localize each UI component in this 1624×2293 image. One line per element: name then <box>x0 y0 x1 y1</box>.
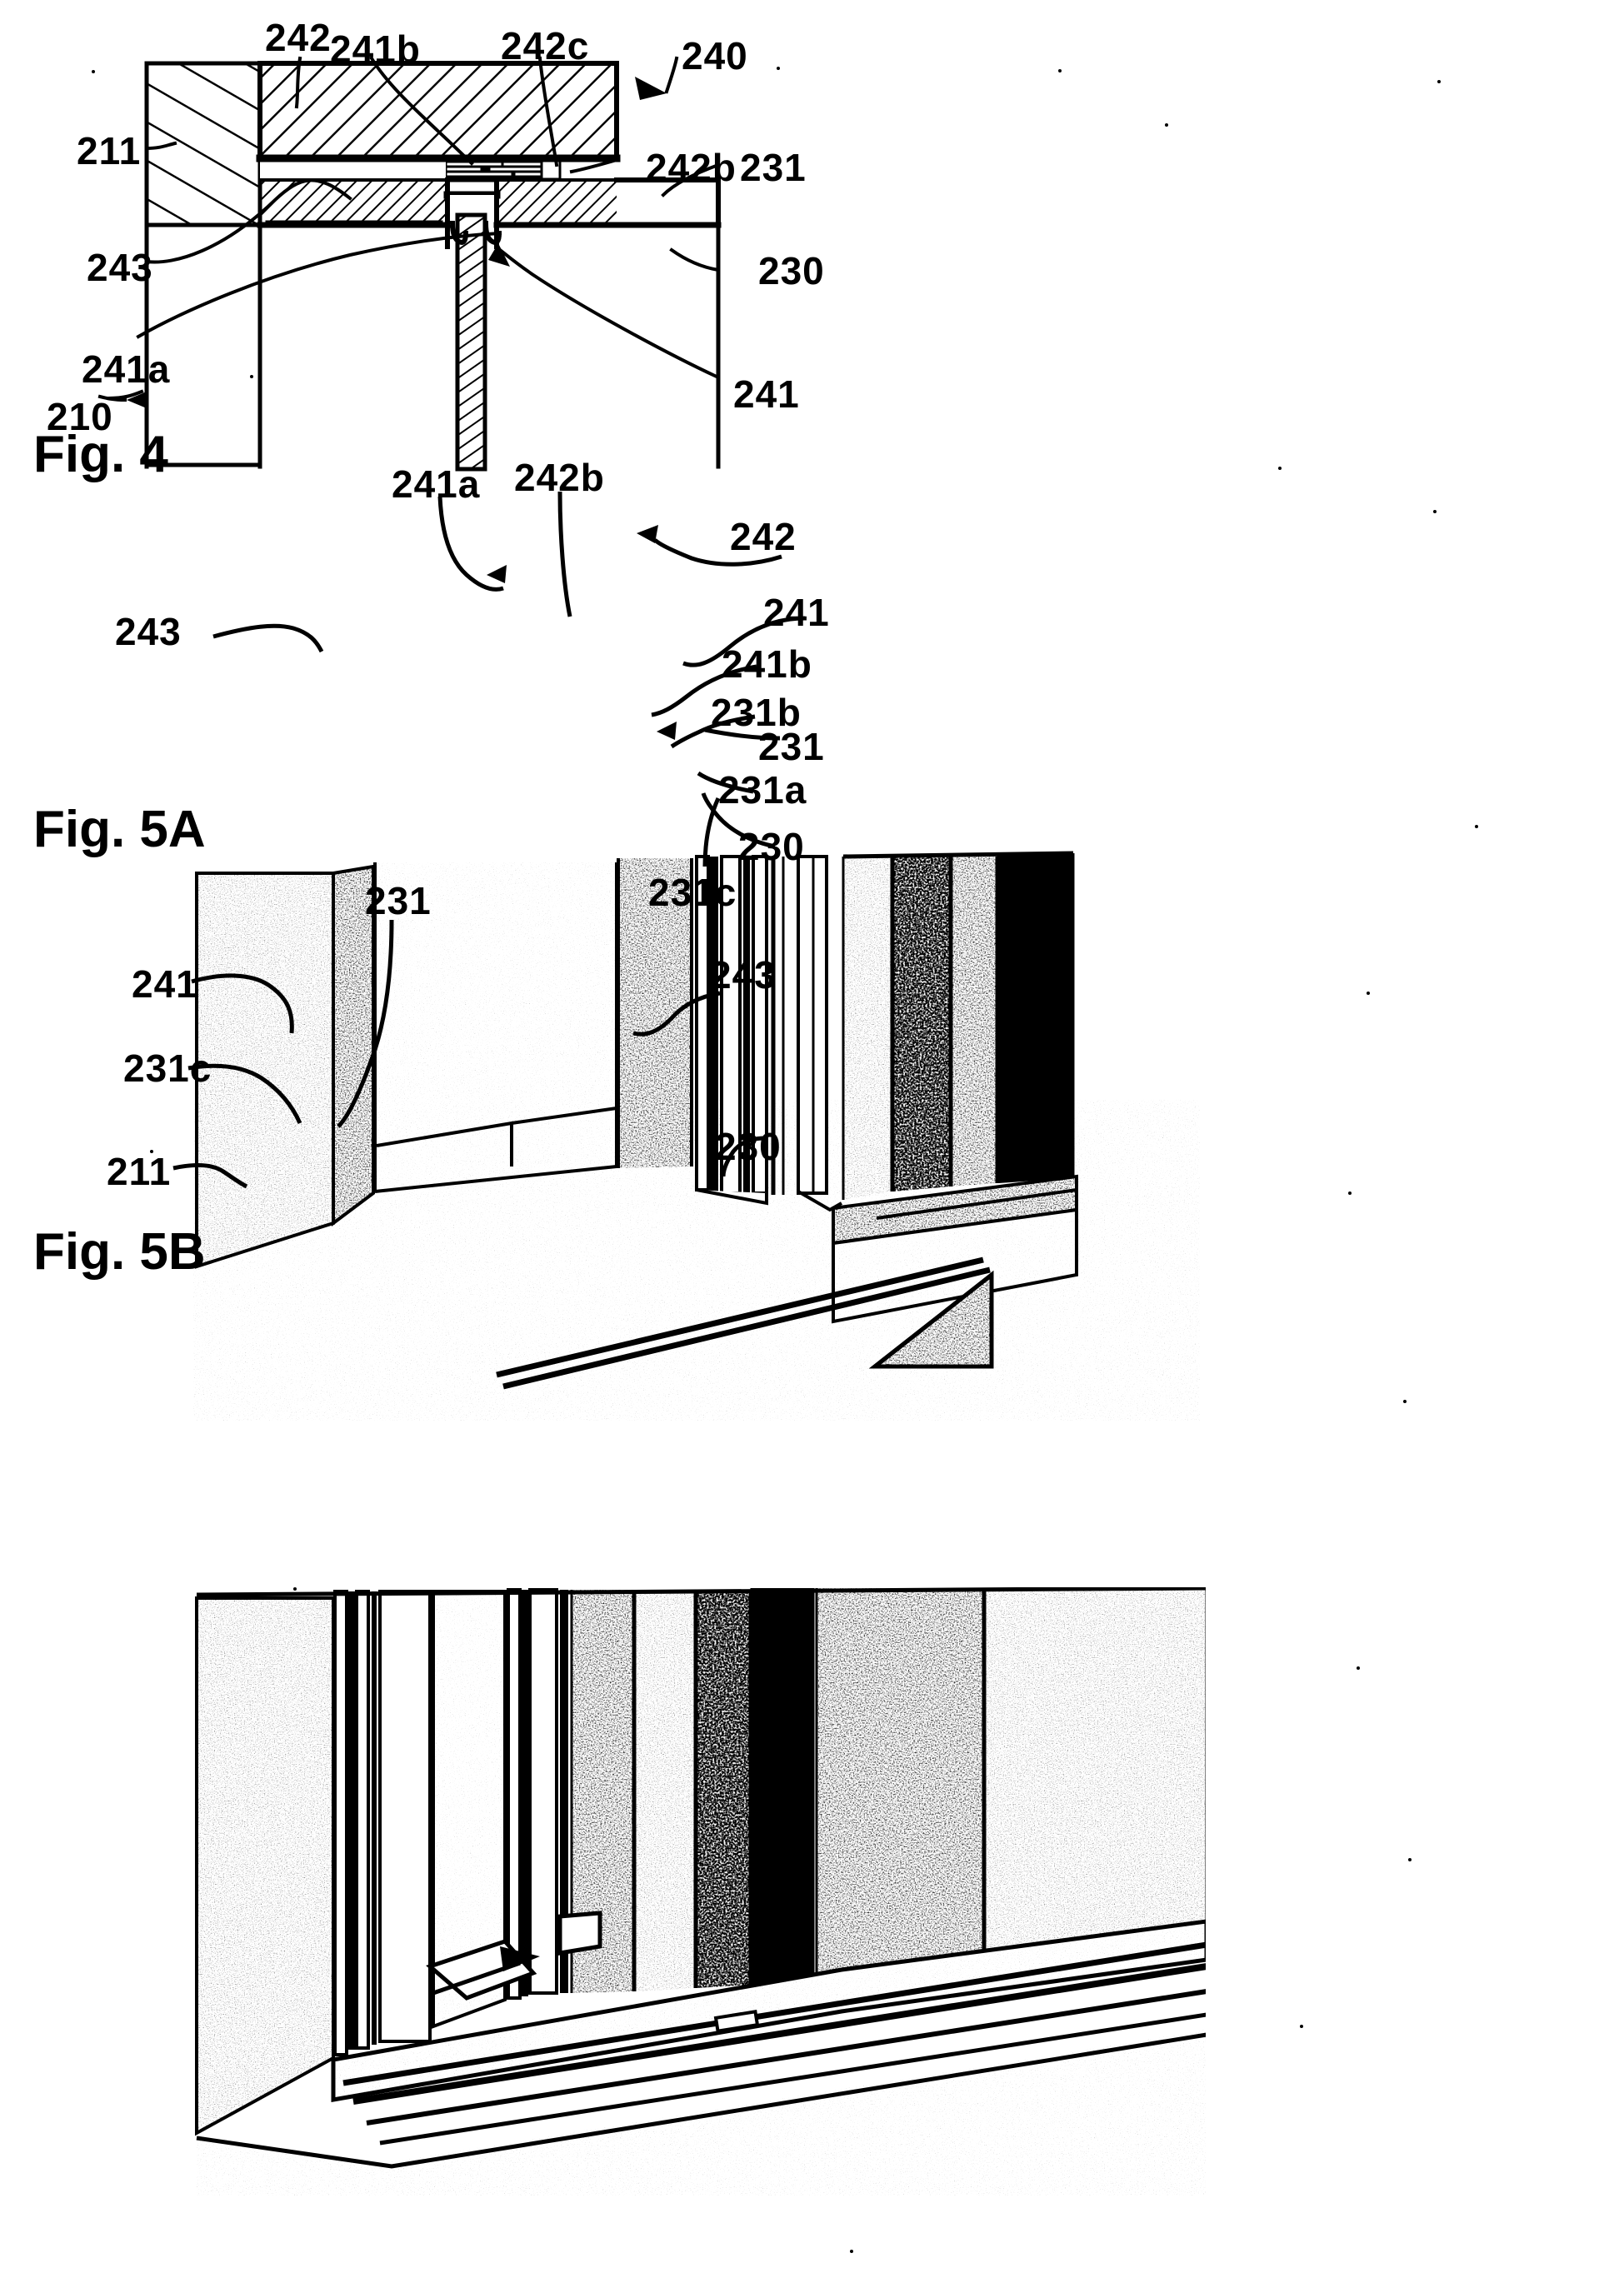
fig5a-guide-rails-241a <box>695 855 785 1206</box>
scan-speck <box>1433 510 1437 513</box>
figure-caption-fig5b: Fig. 5B <box>33 1223 206 1281</box>
scan-speck <box>1058 69 1062 72</box>
ref-fig5a-242: 242 <box>730 515 797 558</box>
fig5b-grain-panels <box>196 1587 1206 1993</box>
scan-speck <box>850 2250 853 2253</box>
ref-fig4-241b: 241b <box>330 27 421 71</box>
fig4-leader-lines <box>106 56 721 401</box>
fig4-door-leaf-241 <box>455 212 487 472</box>
fig5a-panel-242b <box>797 855 842 1212</box>
scan-speck <box>1408 1858 1412 1861</box>
fig4-lower-band-241b <box>257 178 620 228</box>
fig4-mechanism-band-242c <box>256 154 621 181</box>
scan-speck <box>150 1150 153 1153</box>
fig5b-wall-211 <box>195 1596 335 2136</box>
ref-fig4-242: 242 <box>265 16 332 59</box>
scan-speck <box>1437 80 1441 83</box>
fig4-sill-231-floor-230 <box>493 177 722 469</box>
scan-speck <box>1475 825 1478 828</box>
fig5a-left-pillar-243 <box>195 864 375 1269</box>
ref-fig5a-231c: 231c <box>648 871 737 914</box>
scan-speck <box>293 1587 297 1591</box>
fig5b-frame-rails <box>333 1590 432 2056</box>
ref-fig4-230: 230 <box>758 249 825 292</box>
ref-fig5a-231: 231 <box>758 725 825 768</box>
figure-caption-fig5a: Fig. 5A <box>33 801 206 858</box>
ref-fig5b-231: 231 <box>365 879 432 922</box>
ref-fig5a-241b: 241b <box>722 642 812 686</box>
ref-fig4-240: 240 <box>682 34 748 77</box>
ref-fig5b-231c: 231c <box>123 1047 212 1090</box>
fig4-upper-body-242 <box>257 61 619 161</box>
fig5b-threshold <box>331 1919 1206 2146</box>
fig5a-lower-rail-231c <box>496 1256 994 1390</box>
scan-speck <box>1367 992 1370 995</box>
scan-speck <box>1357 1666 1360 1670</box>
ref-fig5a-241: 241 <box>763 591 830 634</box>
ref-fig5a-231b: 231b <box>711 691 802 734</box>
ref-fig4-242b: 242b <box>646 146 737 189</box>
fig5a-mid-panel <box>617 858 693 1168</box>
fig5a-arrow-heads <box>487 525 677 740</box>
fig4-artwork <box>97 56 722 472</box>
scan-speck <box>1165 123 1168 127</box>
scan-speck <box>777 67 780 70</box>
fig5a-leaders <box>212 491 806 867</box>
fig5b-stopper-detail <box>426 1911 602 2001</box>
ref-fig4-242c: 242c <box>501 24 590 67</box>
ref-fig4-243: 243 <box>87 246 153 289</box>
fig5b-center-rails <box>507 1588 568 2000</box>
ref-fig5b-230: 230 <box>715 1125 782 1168</box>
fig5a-right-panels <box>842 851 1075 1200</box>
ref-fig4-211: 211 <box>77 129 142 172</box>
ref-fig4-210: 210 <box>47 395 113 438</box>
ref-fig5a-243: 243 <box>115 610 182 653</box>
ref-fig5a-231a: 231a <box>718 768 807 812</box>
fig5b-mid-panel <box>432 1590 507 2029</box>
scan-speck <box>1278 467 1282 470</box>
scan-speck <box>1348 1191 1352 1195</box>
fig4-left-wall-211 <box>144 61 262 469</box>
ref-fig5a-241a: 241a <box>392 462 481 506</box>
figure-caption-fig4: Fig. 4 <box>33 426 168 483</box>
fig5a-artwork <box>193 851 1200 1421</box>
ref-fig5b-241: 241 <box>132 962 198 1006</box>
fig5b-artwork <box>195 1587 1206 2196</box>
scan-speck <box>1300 2025 1303 2028</box>
ref-fig5b-211: 211 <box>107 1150 172 1193</box>
ref-fig5a-230: 230 <box>738 825 805 868</box>
ref-fig4-241: 241 <box>733 372 800 416</box>
fig5b-floor-230 <box>196 2030 1206 2196</box>
scan-speck <box>1403 1400 1407 1403</box>
ref-fig4-241a: 241a <box>82 347 171 391</box>
ref-fig5b-243: 243 <box>710 953 777 997</box>
ref-fig5a-242b: 242b <box>514 456 605 499</box>
scan-speck <box>250 375 253 378</box>
scan-speck <box>92 70 95 73</box>
fig4-arrow-heads <box>127 77 667 408</box>
fig5b-leaders <box>172 919 766 1189</box>
fig5a-recess <box>373 862 618 1193</box>
ref-fig4-231: 231 <box>740 146 807 189</box>
